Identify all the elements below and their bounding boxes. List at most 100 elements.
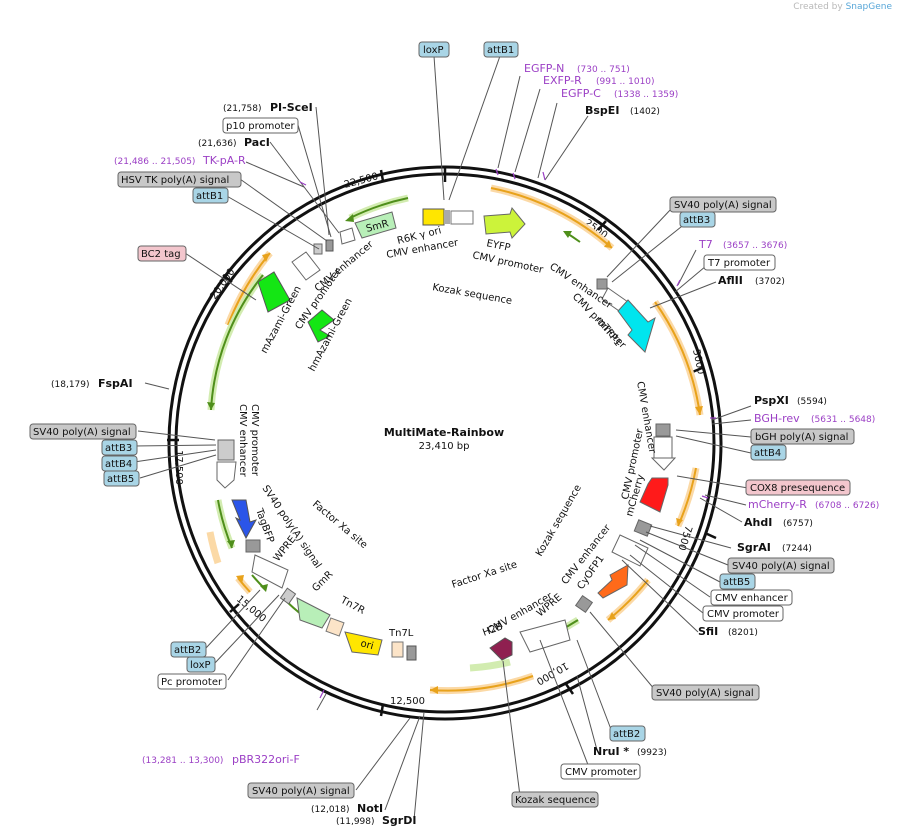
site-fspai: FspAI xyxy=(98,377,133,390)
site-bspei: BspEI xyxy=(585,104,619,117)
site-fspai-pos: (18,179) xyxy=(51,380,90,390)
box-attb4-left: attB4 xyxy=(105,459,132,470)
primer-bgh-rev: BGH-rev xyxy=(754,412,800,425)
label-tn7r: Tn7R xyxy=(338,594,367,616)
label-gmr: GmR xyxy=(310,569,335,594)
box-hsv-tk-polya: HSV TK poly(A) signal xyxy=(121,175,229,186)
site-pspxi: PspXI xyxy=(754,394,789,407)
box-bc2-tag: BC2 tag xyxy=(141,249,181,260)
box-cox8: COX8 presequence xyxy=(750,483,845,494)
box-attb3-right: attB3 xyxy=(683,215,710,226)
site-paci: PacI xyxy=(244,136,270,149)
label-cmv-promoter-d: CMV promoter xyxy=(249,404,260,477)
primer-exfp-r: EXFP-R xyxy=(543,74,582,87)
label-cmv-enhancer-f: CMV enhancer xyxy=(237,404,248,478)
primer-t7-range: (3657 .. 3676) xyxy=(723,241,787,251)
label-eyfp: EYFP xyxy=(485,238,511,254)
box-sv40-d: SV40 poly(A) signal xyxy=(252,786,350,797)
label-kozak-b: Kozak sequence xyxy=(534,483,584,558)
box-sv40-c: SV40 poly(A) signal xyxy=(656,688,754,699)
box-loxp-top: loxP xyxy=(423,45,444,56)
primer-pbr322ori-f-range: (13,281 .. 13,300) xyxy=(142,756,223,766)
site-nrui: NruI * xyxy=(593,745,629,758)
plasmid-size: 23,410 bp xyxy=(419,441,470,452)
box-loxp-left: loxP xyxy=(190,660,211,671)
box-t7-promoter: T7 promoter xyxy=(707,258,771,269)
tick-marks xyxy=(167,167,717,717)
site-pspxi-pos: (5594) xyxy=(797,397,827,407)
label-tagbfp: TagBFP xyxy=(253,506,276,544)
site-bspei-pos: (1402) xyxy=(630,107,660,117)
box-attb1-top: attB1 xyxy=(487,45,514,56)
site-ahdi-pos: (6757) xyxy=(783,519,813,529)
feature-boxes: loxP attB1 SV40 poly(A) signal attB3 T7 … xyxy=(29,41,855,808)
site-pi-scei: PI-SceI xyxy=(270,101,313,114)
box-attb2-bottom: attB2 xyxy=(613,729,640,740)
tick-label-5000: 5000 xyxy=(690,348,706,375)
tick-label-15000: 15,000 xyxy=(234,594,268,625)
site-pi-scei-pos: (21,758) xyxy=(223,104,262,114)
box-attb3-left: attB3 xyxy=(105,443,132,454)
feature-glyphs xyxy=(216,206,677,661)
credit-brand: SnapGene xyxy=(845,2,892,12)
primer-mcherry-r-range: (6708 .. 6726) xyxy=(815,501,879,511)
label-factor-xa-a: Factor Xa site xyxy=(451,559,519,590)
tick-label-12500: 12,500 xyxy=(390,696,425,707)
box-sv40-b: SV40 poly(A) signal xyxy=(732,561,830,572)
box-attb4-right: attB4 xyxy=(754,448,781,459)
primer-bgh-rev-range: (5631 .. 5648) xyxy=(811,415,875,425)
primer-egfp-n-range: (730 .. 751) xyxy=(577,65,630,75)
box-cmv-promoter-bottom: CMV promoter xyxy=(565,767,638,778)
label-cmv-promoter-a: CMV promoter xyxy=(471,250,545,276)
site-sgrdi: SgrDI xyxy=(382,814,416,827)
primer-mcherry-r: mCherry-R xyxy=(748,498,807,511)
primer-exfp-r-range: (991 .. 1010) xyxy=(596,77,655,87)
orange-arcs xyxy=(206,184,704,695)
label-tn7l: Tn7L xyxy=(388,628,414,639)
label-mtfp1: mTFP1 xyxy=(594,315,624,349)
box-cmv-promoter-right: CMV promoter xyxy=(707,609,780,620)
box-bgh-polya: bGH poly(A) signal xyxy=(755,432,848,443)
primer-markers xyxy=(299,168,716,699)
snapgene-credit: Created by SnapGene xyxy=(793,2,892,12)
box-sv40-a: SV40 poly(A) signal xyxy=(674,200,772,211)
label-h2b: H2B xyxy=(481,621,504,638)
site-noti-pos: (12,018) xyxy=(311,805,350,815)
site-sgrai-pos: (7244) xyxy=(782,544,812,554)
site-sgrdi-pos: (11,998) xyxy=(336,817,375,827)
label-kozak-a: Kozak sequence xyxy=(431,282,512,307)
label-ori: ori xyxy=(359,638,374,652)
site-paci-pos: (21,636) xyxy=(198,139,237,149)
primer-egfp-c: EGFP-C xyxy=(561,87,601,100)
tick-label-17500: 17,500 xyxy=(173,450,184,485)
site-sfii: SfiI xyxy=(698,625,718,638)
box-pc-promoter: Pc promoter xyxy=(161,677,223,688)
box-cmv-enhancer-right: CMV enhancer xyxy=(715,593,789,604)
primer-tk-pa-r-range: (21,486 .. 21,505) xyxy=(114,157,195,167)
box-attb1-left: attB1 xyxy=(196,191,223,202)
primer-egfp-c-range: (1338 .. 1359) xyxy=(614,90,678,100)
primer-egfp-n: EGFP-N xyxy=(524,62,564,75)
plasmid-name: MultiMate-Rainbow xyxy=(384,426,504,439)
site-sfii-pos: (8201) xyxy=(728,628,758,638)
site-noti: NotI xyxy=(357,802,383,815)
box-sv40-e: SV40 poly(A) signal xyxy=(33,427,131,438)
primer-pbr322ori-f: pBR322ori-F xyxy=(232,753,300,766)
box-p10-promoter: p10 promoter xyxy=(226,121,296,132)
orange-arrowheads xyxy=(236,240,703,694)
primer-t7: T7 xyxy=(698,238,713,251)
site-ahdi: AhdI xyxy=(744,516,772,529)
box-attb5-right: attB5 xyxy=(723,577,750,588)
primer-tk-pa-r: TK-pA-R xyxy=(202,154,246,167)
box-attb2-left: attB2 xyxy=(174,645,201,656)
box-kozak-bottom: Kozak sequence xyxy=(515,795,596,806)
site-aflii-pos: (3702) xyxy=(755,277,785,287)
leader-lines xyxy=(133,55,752,821)
site-aflii: AflII xyxy=(718,274,743,287)
site-nrui-pos: (9923) xyxy=(637,748,667,758)
site-sgrai: SgrAI xyxy=(737,541,771,554)
credit-prefix: Created by xyxy=(793,2,843,12)
box-attb5-left: attB5 xyxy=(107,474,134,485)
label-factor-xa-b: Factor Xa site xyxy=(310,499,369,551)
